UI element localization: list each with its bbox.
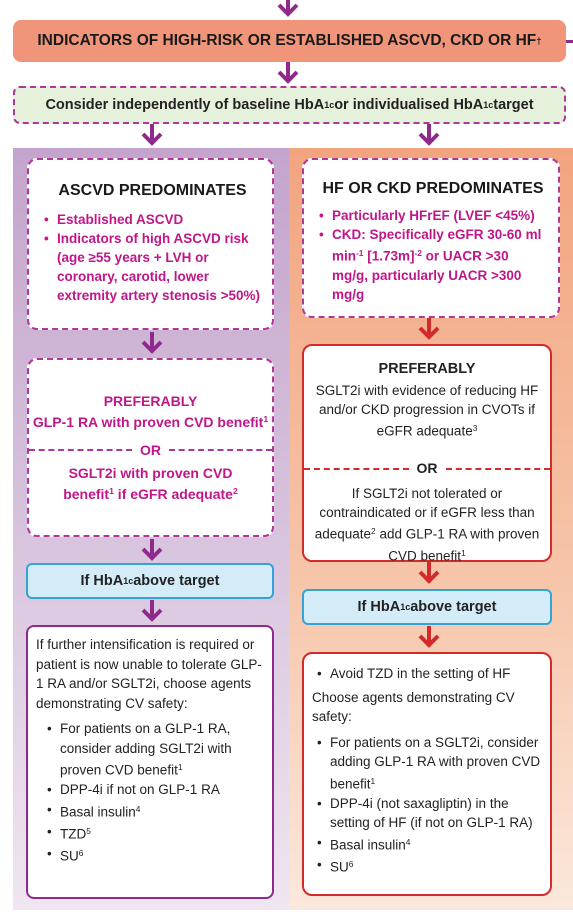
agent-item: DPP-4i if not on GLP-1 RA: [47, 780, 266, 800]
footnote-sup: 4: [405, 836, 411, 847]
left-agents-list: For patients on a GLP-1 RA, consider add…: [36, 719, 266, 866]
target-text: above target: [133, 573, 220, 589]
agent-item: For patients on a GLP-1 RA, consider add…: [47, 719, 266, 780]
footnote-sup: 1: [461, 547, 466, 558]
footnote-sup: 1: [109, 486, 114, 496]
right-option-glp1-text: add GLP-1 RA with proven CVD benefit: [375, 526, 540, 564]
arrow-down-icon: [418, 318, 440, 340]
right-agents-intro: Choose agents demonstrating CV safety:: [312, 689, 515, 725]
footnote-sup: 6: [78, 847, 84, 858]
hf-ckd-item: Particularly HFrEF (LVEF <45%): [319, 206, 548, 225]
agent-item-text: SU: [60, 848, 79, 864]
hf-ckd-predominates-box: HF OR CKD PREDOMINATES Particularly HFrE…: [302, 158, 560, 318]
hf-ckd-item-text: [1.73m]: [363, 248, 415, 264]
target-text: If HbA: [80, 573, 124, 589]
hf-ckd-item: CKD: Specifically eGFR 30-60 ml min-1 [1…: [319, 225, 548, 304]
arrow-down-icon: [277, 62, 299, 84]
agent-item-text: DPP-4i (not saxagliptin) in the setting …: [330, 795, 533, 831]
footnote-sup: -2: [414, 248, 422, 258]
agent-item: Basal insulin4: [317, 833, 544, 855]
right-or-divider: OR: [304, 459, 550, 478]
arrow-down-icon: [141, 600, 163, 622]
arrow-down-icon: [418, 626, 440, 648]
left-option-sglt2-text: SGLT2i with proven CVD benefit: [63, 465, 233, 502]
target-sub: 1c: [123, 576, 134, 586]
banner-title-sup: †: [536, 35, 542, 47]
consider-sub: 1c: [324, 100, 335, 110]
or-label: OR: [416, 460, 438, 476]
agent-item: SU6: [317, 855, 544, 877]
left-option-glp1-text: GLP-1 RA with proven CVD benefit: [32, 413, 264, 430]
ascvd-predominates-box: ASCVD PREDOMINATES Established ASCVD Ind…: [27, 158, 274, 330]
agent-item-text: For patients on a GLP-1 RA, consider add…: [60, 721, 232, 778]
left-option-sglt2-text: if eGFR adequate: [113, 485, 233, 502]
footnote-sup: 4: [135, 803, 141, 814]
footnote-sup: 1: [177, 762, 183, 772]
arrow-down-icon: [418, 562, 440, 584]
consider-text: or individualised HbA: [334, 97, 484, 113]
agent-item-text: For patients on a SGLT2i, consider addin…: [330, 734, 541, 792]
right-tzd-list: Avoid TZD in the setting of HF: [312, 664, 544, 684]
left-preferably-box: PREFERABLY GLP-1 RA with proven CVD bene…: [27, 358, 274, 537]
indicators-banner: INDICATORS OF HIGH-RISK OR ESTABLISHED A…: [13, 20, 566, 62]
hf-ckd-title: HF OR CKD PREDOMINATES: [322, 180, 544, 197]
ascvd-item: Indicators of high ASCVD risk (age ≥55 y…: [44, 229, 262, 305]
agent-item-text: TZD: [60, 826, 87, 842]
agent-item: For patients on a SGLT2i, consider addin…: [317, 733, 544, 794]
footnote-sup: 3: [472, 423, 478, 433]
banner-connector-line: [566, 40, 573, 43]
right-agents-list: For patients on a SGLT2i, consider addin…: [312, 733, 544, 877]
target-text: above target: [410, 599, 497, 615]
agent-item: Basal insulin4: [47, 800, 266, 822]
hf-ckd-item-text: or UACR >30 mg/g, particularly UACR >300…: [332, 248, 522, 302]
agent-item: SU6: [47, 844, 266, 866]
right-option-sglt2: SGLT2i with evidence of reducing HF and/…: [314, 381, 540, 441]
footnote-sup: 2: [371, 526, 376, 536]
footnote-sup: 1: [263, 414, 269, 424]
left-or-divider: OR: [29, 442, 272, 458]
right-option-glp1-text: If SGLT2i not tolerated or contraindicat…: [314, 486, 535, 542]
right-preferably-box: PREFERABLY SGLT2i with evidence of reduc…: [302, 344, 552, 564]
right-option-sglt2-text: SGLT2i with evidence of reducing HF and/…: [315, 383, 539, 439]
consider-text: target: [493, 97, 534, 113]
target-text: If HbA: [357, 599, 401, 615]
consider-sub: 1c: [483, 100, 494, 110]
or-label: OR: [140, 442, 161, 458]
target-sub: 1c: [400, 602, 411, 612]
arrow-down-icon: [141, 124, 163, 146]
ascvd-item: Established ASCVD: [44, 210, 262, 229]
arrow-down-icon: [418, 124, 440, 146]
right-preferably-title: PREFERABLY: [378, 361, 476, 377]
footnote-sup: 5: [86, 825, 91, 836]
consider-text: Consider independently of baseline HbA: [45, 97, 325, 113]
arrow-down-icon: [277, 0, 299, 17]
left-preferably-title: PREFERABLY: [103, 393, 198, 409]
footnote-sup: 1: [370, 775, 376, 786]
footnote-sup: -1: [356, 248, 364, 258]
arrow-down-icon: [141, 332, 163, 354]
ascvd-title: ASCVD PREDOMINATES: [58, 182, 247, 199]
left-intensification-intro: If further intensification is required o…: [36, 637, 262, 711]
arrow-down-icon: [141, 539, 163, 561]
footnote-sup: 6: [348, 858, 354, 869]
agent-item: TZD5: [47, 822, 266, 844]
agent-item-text: Basal insulin: [60, 804, 136, 820]
agent-item-text: SU: [330, 859, 349, 875]
footnote-sup: 2: [232, 486, 238, 496]
ascvd-list: Established ASCVD Indicators of high ASC…: [43, 210, 262, 305]
hf-ckd-list: Particularly HFrEF (LVEF <45%) CKD: Spec…: [318, 206, 548, 304]
left-option-glp1: GLP-1 RA with proven CVD benefit1: [29, 410, 272, 431]
agent-item-text: DPP-4i if not on GLP-1 RA: [60, 782, 220, 798]
agent-item: DPP-4i (not saxagliptin) in the setting …: [317, 794, 544, 833]
hf-ckd-item-text: CKD: Specifically eGFR 30-60 ml min: [332, 227, 542, 264]
left-intensification-box: If further intensification is required o…: [26, 625, 274, 899]
avoid-tzd-item: Avoid TZD in the setting of HF: [317, 664, 544, 684]
right-agents-box: Avoid TZD in the setting of HF Choose ag…: [302, 652, 552, 896]
agent-item-text: Basal insulin: [330, 837, 406, 853]
banner-title: INDICATORS OF HIGH-RISK OR ESTABLISHED A…: [37, 32, 537, 49]
